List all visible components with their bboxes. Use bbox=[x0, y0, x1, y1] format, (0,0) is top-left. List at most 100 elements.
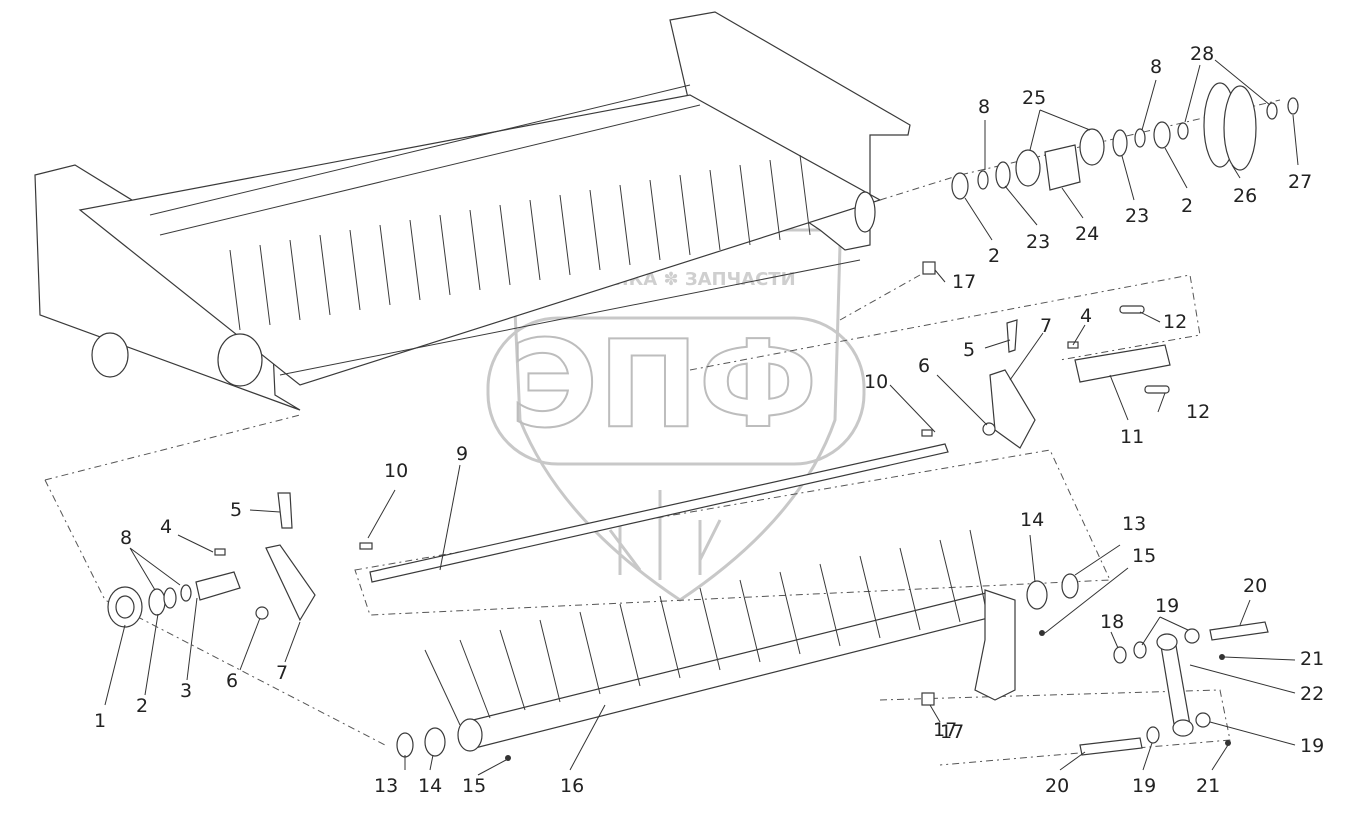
leader-line bbox=[929, 704, 941, 723]
ring bbox=[1061, 573, 1079, 599]
key bbox=[921, 429, 933, 437]
callout-8: 8 bbox=[978, 96, 990, 118]
washer bbox=[1113, 646, 1127, 664]
tine-bar-tube bbox=[464, 591, 1001, 749]
callout-28: 28 bbox=[1190, 43, 1214, 65]
leader-line bbox=[964, 197, 993, 241]
nut bbox=[1184, 628, 1200, 644]
callout-20: 20 bbox=[1045, 775, 1069, 797]
bolt bbox=[1006, 319, 1018, 353]
leader-line bbox=[429, 754, 434, 771]
callout-20: 20 bbox=[1243, 575, 1267, 597]
watermark: ТЕХНИКА ✽ ЗАПЧАСТИ ЭПФ bbox=[486, 228, 866, 602]
assembly-line bbox=[839, 274, 921, 321]
frame-bearing-housing bbox=[217, 333, 263, 387]
callout-14: 14 bbox=[1020, 509, 1044, 531]
bolt bbox=[277, 492, 293, 529]
rake-frame-assembly bbox=[34, 11, 911, 411]
leader-line bbox=[1164, 147, 1188, 189]
leader-line bbox=[1029, 534, 1036, 583]
retaining-ring bbox=[1134, 128, 1146, 148]
leader-line bbox=[1121, 155, 1135, 201]
washer bbox=[163, 587, 177, 609]
callout-4: 4 bbox=[160, 516, 172, 538]
leader-line bbox=[984, 339, 1011, 349]
leader-line bbox=[367, 489, 396, 539]
leader-lines bbox=[104, 59, 1299, 776]
assembly-line bbox=[689, 274, 1201, 371]
leader-line bbox=[1209, 721, 1296, 746]
washer bbox=[1146, 726, 1160, 744]
tine-bar-16 bbox=[396, 529, 1079, 761]
callout-5: 5 bbox=[230, 499, 242, 521]
leader-line bbox=[1211, 744, 1229, 771]
callout-6: 6 bbox=[226, 670, 238, 692]
leader-line bbox=[1223, 656, 1296, 661]
callout-9: 9 bbox=[456, 443, 468, 465]
leader-line bbox=[1044, 567, 1129, 634]
callout-16: 16 bbox=[560, 775, 584, 797]
crank-arm bbox=[974, 589, 1016, 701]
leader-line bbox=[177, 534, 214, 553]
leader-line bbox=[889, 384, 936, 433]
washer bbox=[951, 172, 969, 200]
leader-line bbox=[1142, 742, 1153, 771]
callout-21: 21 bbox=[1300, 648, 1324, 670]
leader-line bbox=[934, 269, 946, 283]
assembly-line bbox=[44, 479, 386, 746]
watermark-wheat-icon bbox=[608, 490, 722, 580]
leader-line bbox=[1004, 185, 1038, 226]
callout-27: 27 bbox=[1288, 171, 1312, 193]
link-group bbox=[921, 621, 1269, 756]
leader-line bbox=[1157, 392, 1166, 413]
callout-13: 13 bbox=[1122, 513, 1146, 535]
link-eye bbox=[1172, 719, 1194, 737]
grease-fitting bbox=[1039, 630, 1045, 636]
retaining-ring bbox=[180, 584, 192, 602]
washer bbox=[148, 588, 166, 616]
callout-12: 12 bbox=[1163, 311, 1187, 333]
leader-line bbox=[1009, 332, 1044, 381]
leader-line bbox=[239, 617, 261, 671]
assembly-line bbox=[879, 689, 1231, 766]
grease-fitting bbox=[505, 755, 511, 761]
callout-19: 19 bbox=[1155, 595, 1179, 617]
callout-12: 12 bbox=[1186, 401, 1210, 423]
leader-line bbox=[1141, 616, 1189, 646]
key bbox=[1119, 305, 1145, 314]
washer bbox=[1266, 102, 1278, 120]
leader-line bbox=[1189, 664, 1296, 694]
nut bbox=[922, 261, 936, 275]
watermark-oval bbox=[486, 316, 866, 466]
leader-line bbox=[569, 704, 606, 771]
assembly-lines bbox=[44, 99, 1281, 766]
nut bbox=[1195, 712, 1211, 728]
callout-24: 24 bbox=[1075, 223, 1099, 245]
drive-shaft bbox=[369, 443, 949, 583]
callout-22: 22 bbox=[1300, 683, 1324, 705]
leader-line bbox=[1029, 109, 1091, 151]
leader-line bbox=[1184, 59, 1271, 123]
leader-line bbox=[1072, 324, 1086, 346]
tine-bar-end bbox=[457, 718, 483, 752]
callout-15: 15 bbox=[462, 775, 486, 797]
ring bbox=[1112, 129, 1128, 157]
leader-line bbox=[1239, 599, 1251, 626]
nut bbox=[255, 606, 269, 620]
retaining-ring bbox=[977, 170, 989, 190]
ring bbox=[396, 732, 414, 758]
clamp-bracket bbox=[989, 369, 1036, 449]
callout-26: 26 bbox=[1233, 185, 1257, 207]
leader-line bbox=[1141, 79, 1157, 131]
leader-line bbox=[1110, 631, 1119, 649]
nut bbox=[982, 422, 996, 436]
pin bbox=[1079, 737, 1143, 756]
retaining-ring bbox=[1177, 122, 1189, 140]
rake-tine-row bbox=[229, 154, 811, 331]
callout-2: 2 bbox=[988, 245, 1000, 267]
clamp-bracket bbox=[265, 544, 316, 622]
callout-10: 10 bbox=[864, 371, 888, 393]
shaft-9 bbox=[359, 429, 949, 583]
leader-line bbox=[1231, 164, 1241, 179]
spacer-sleeve bbox=[1044, 144, 1081, 191]
